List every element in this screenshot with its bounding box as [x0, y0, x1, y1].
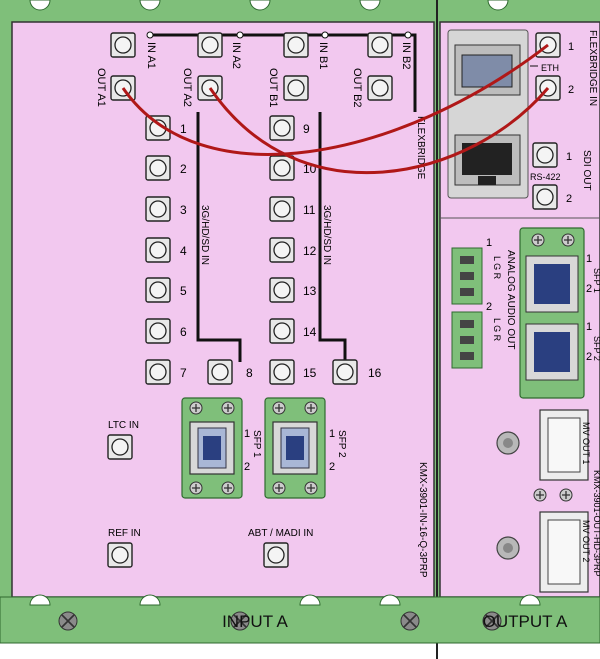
- mv-out-1-label: MV OUT 1: [581, 422, 591, 464]
- bnc-sdi-5[interactable]: [145, 277, 171, 303]
- out-sfp1-num-2: 2: [586, 283, 592, 295]
- sfp-slot-2[interactable]: [264, 397, 326, 499]
- bnc-sdi-13[interactable]: [269, 277, 295, 303]
- num-sdi-9: 9: [303, 122, 310, 136]
- flexbridge-in-label: FLEXBRIDGE IN: [587, 30, 598, 106]
- output-card-model: KMX-3901-OUT-HD-3PRP: [592, 470, 600, 577]
- audio-row-2: L G R: [492, 318, 502, 342]
- num-sdi-2: 2: [180, 162, 187, 176]
- audio-num-1: 1: [486, 237, 492, 249]
- label-out-a1: OUT A1: [95, 68, 107, 107]
- label-out-b2: OUT B2: [351, 68, 363, 108]
- analog-audio-label: ANALOG AUDIO OUT: [505, 250, 516, 349]
- sdi-group-label-left: 3G/HD/SD IN: [199, 205, 210, 265]
- bnc-sdi-11[interactable]: [269, 196, 295, 222]
- bnc-abt-madi-in[interactable]: [263, 542, 289, 568]
- label-in-b2: IN B2: [400, 42, 412, 70]
- cable-out-a1-to-flex-in-1: [121, 43, 549, 156]
- label-in-a2: IN A2: [230, 42, 242, 69]
- bnc-sdi-15[interactable]: [269, 359, 295, 385]
- num-sdi-1: 1: [180, 122, 187, 136]
- abt-madi-label: ABT / MADI IN: [248, 528, 313, 539]
- sfp2-port-1: 1: [329, 428, 335, 440]
- bnc-in-a1[interactable]: [110, 32, 136, 58]
- out-sfp2-num-1: 1: [586, 321, 592, 333]
- label-in-a1: IN A1: [145, 42, 157, 69]
- bnc-ref-in[interactable]: [107, 542, 133, 568]
- num-sdi-3: 3: [180, 203, 187, 217]
- label-in-b1: IN B1: [317, 42, 329, 70]
- audio-num-2: 2: [486, 301, 492, 313]
- screw-icon: [400, 611, 420, 631]
- flex-num-1: 1: [568, 41, 574, 53]
- label-out-b1: OUT B1: [267, 68, 279, 108]
- mv-out-2-label: MV OUT 2: [581, 520, 591, 562]
- input-card: [11, 21, 435, 598]
- screw-icon: [533, 488, 547, 502]
- num-sdi-6: 6: [180, 325, 187, 339]
- sdi-group-label-right: 3G/HD/SD IN: [321, 205, 332, 265]
- flex-num-2: 2: [568, 84, 574, 96]
- bnc-out-b2[interactable]: [367, 75, 393, 101]
- sfp1-port-2: 2: [244, 461, 250, 473]
- out-sfp2-num-2: 2: [586, 351, 592, 363]
- input-a-label: INPUT A: [222, 612, 288, 631]
- num-sdi-7: 7: [180, 366, 187, 380]
- bnc-sdi-16[interactable]: [332, 359, 358, 385]
- out-sfp1-num-1: 1: [586, 253, 592, 265]
- bnc-sdi-10[interactable]: [269, 155, 295, 181]
- bnc-sdi-12[interactable]: [269, 237, 295, 263]
- flexbridge-label: FLEXBRIDGE: [415, 116, 426, 180]
- num-sdi-16: 16: [368, 366, 382, 380]
- sdi-out-label: SDI OUT: [581, 150, 592, 191]
- bnc-sdi-7[interactable]: [145, 359, 171, 385]
- bnc-out-b1[interactable]: [283, 75, 309, 101]
- cable-out-a2-to-flex-in-2: [208, 87, 550, 175]
- bnc-sdi-6[interactable]: [145, 318, 171, 344]
- sfp1-label: SFP 1: [251, 430, 262, 458]
- num-sdi-8: 8: [246, 366, 253, 380]
- bnc-in-b2[interactable]: [367, 32, 393, 58]
- sfp-slot-1[interactable]: [181, 397, 243, 499]
- bnc-sdi-out-2[interactable]: [532, 184, 558, 210]
- ltc-in-label: LTC IN: [108, 420, 139, 431]
- bnc-sdi-out-1[interactable]: [532, 142, 558, 168]
- input-card-model: KMX-3901-IN-16-Q-3PRP: [417, 462, 428, 578]
- bnc-sdi-2[interactable]: [145, 155, 171, 181]
- out-sfp1-label: SFP 1: [592, 268, 600, 293]
- bnc-in-b1[interactable]: [283, 32, 309, 58]
- bnc-in-a2[interactable]: [197, 32, 223, 58]
- rs422-label: RS-422: [530, 172, 561, 182]
- num-sdi-13: 13: [303, 284, 317, 298]
- screw-icon: [58, 611, 78, 631]
- num-sdi-11: 11: [303, 203, 316, 217]
- num-sdi-4: 4: [180, 244, 187, 258]
- sdi-out-num-1: 1: [566, 151, 572, 163]
- out-sfp2-label: SFP 2: [592, 336, 600, 361]
- bnc-sdi-3[interactable]: [145, 196, 171, 222]
- bnc-ltc-in[interactable]: [107, 434, 133, 460]
- screw-icon: [559, 488, 573, 502]
- output-a-label: OUTPUT A: [482, 612, 568, 631]
- sfp1-port-1: 1: [244, 428, 250, 440]
- label-out-a2: OUT A2: [181, 68, 193, 107]
- bnc-sdi-4[interactable]: [145, 237, 171, 263]
- num-sdi-15: 15: [303, 366, 317, 380]
- sdi-out-num-2: 2: [566, 193, 572, 205]
- bnc-sdi-14[interactable]: [269, 318, 295, 344]
- ref-in-label: REF IN: [108, 528, 141, 539]
- num-sdi-14: 14: [303, 325, 317, 339]
- sfp2-label: SFP 2: [336, 430, 347, 458]
- num-sdi-12: 12: [303, 244, 317, 258]
- bnc-sdi-9[interactable]: [269, 115, 295, 141]
- sfp2-port-2: 2: [329, 461, 335, 473]
- eth-label: ETH: [541, 63, 559, 73]
- bnc-sdi-8[interactable]: [207, 359, 233, 385]
- num-sdi-5: 5: [180, 284, 187, 298]
- audio-row-1: L G R: [492, 256, 502, 280]
